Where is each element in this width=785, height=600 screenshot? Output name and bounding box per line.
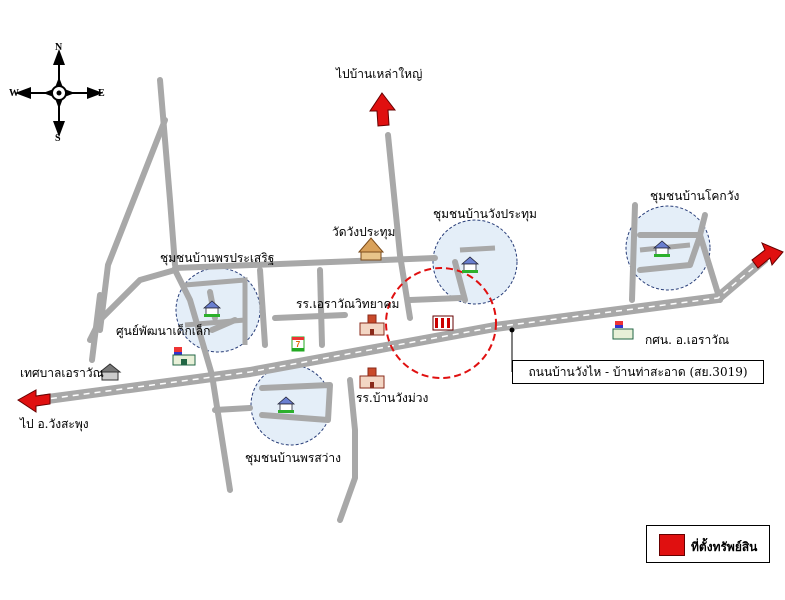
temple-icon [357, 237, 385, 261]
community-label-wangpratum: ชุมชนบ้านวังประทุม [433, 207, 537, 221]
roads [87, 77, 723, 523]
school-2-label: รร.บ้านวังม่วง [356, 391, 429, 405]
house-icon [202, 300, 222, 317]
legend-label: ที่ตั้งทรัพย์สิน [691, 540, 758, 554]
destination-north-label: ไปบ้านเหล่าใหญ่ [336, 67, 423, 81]
arrow-east-icon [751, 242, 784, 269]
child-center-label: ศูนย์พัฒนาเด็กเล็ก [116, 324, 211, 338]
house-icon [276, 396, 296, 413]
community-label-pornprasert: ชุมชนบ้านพรประเสริฐ [160, 251, 275, 265]
compass-w: W [9, 88, 19, 99]
asset-site [385, 267, 497, 379]
compass-n: N [55, 42, 63, 53]
arrow-north-icon [369, 92, 397, 127]
compass-e: E [98, 88, 105, 99]
arrow-west-icon [17, 389, 51, 413]
office-icon [612, 321, 634, 340]
destination-arrows [17, 92, 784, 413]
temple-label: วัดวังประทุม [332, 225, 396, 239]
school-icon [359, 314, 385, 336]
community-icons [202, 240, 672, 413]
road-name-box: ถนนบ้านวังไห - บ้านท่าสะอาด (สย.3019) [512, 360, 764, 384]
office-label: กศน. อ.เอราวัณ [645, 333, 730, 347]
road-name: ถนนบ้านวังไห - บ้านท่าสะอาด (สย.3019) [528, 364, 748, 379]
compass-s: S [55, 133, 61, 144]
community-label-pornsawang: ชุมชนบ้านพรสว่าง [245, 451, 341, 465]
legend-swatch [659, 534, 685, 556]
convenience-store-icon [291, 336, 305, 352]
compass-rose-icon [15, 49, 103, 137]
child-center-icon [172, 347, 196, 366]
municipality-label: เทศบาลเอราวัณ [20, 366, 104, 380]
school-1-label: รร.เอราวัณวิทยาคม [296, 297, 400, 311]
destination-west-label: ไป อ.วังสะพุง [20, 417, 89, 431]
municipality-icon [98, 363, 122, 381]
legend: ที่ตั้งทรัพย์สิน [646, 525, 770, 563]
community-streets [184, 242, 691, 345]
asset-circle [385, 267, 497, 379]
road-label-dot [509, 327, 515, 333]
community-label-khokwang: ชุมชนบ้านโคกวัง [650, 189, 740, 203]
house-icon [460, 256, 480, 273]
store-icon-text: 7 [296, 340, 301, 349]
house-icon [652, 240, 672, 257]
school-icon [359, 367, 385, 389]
